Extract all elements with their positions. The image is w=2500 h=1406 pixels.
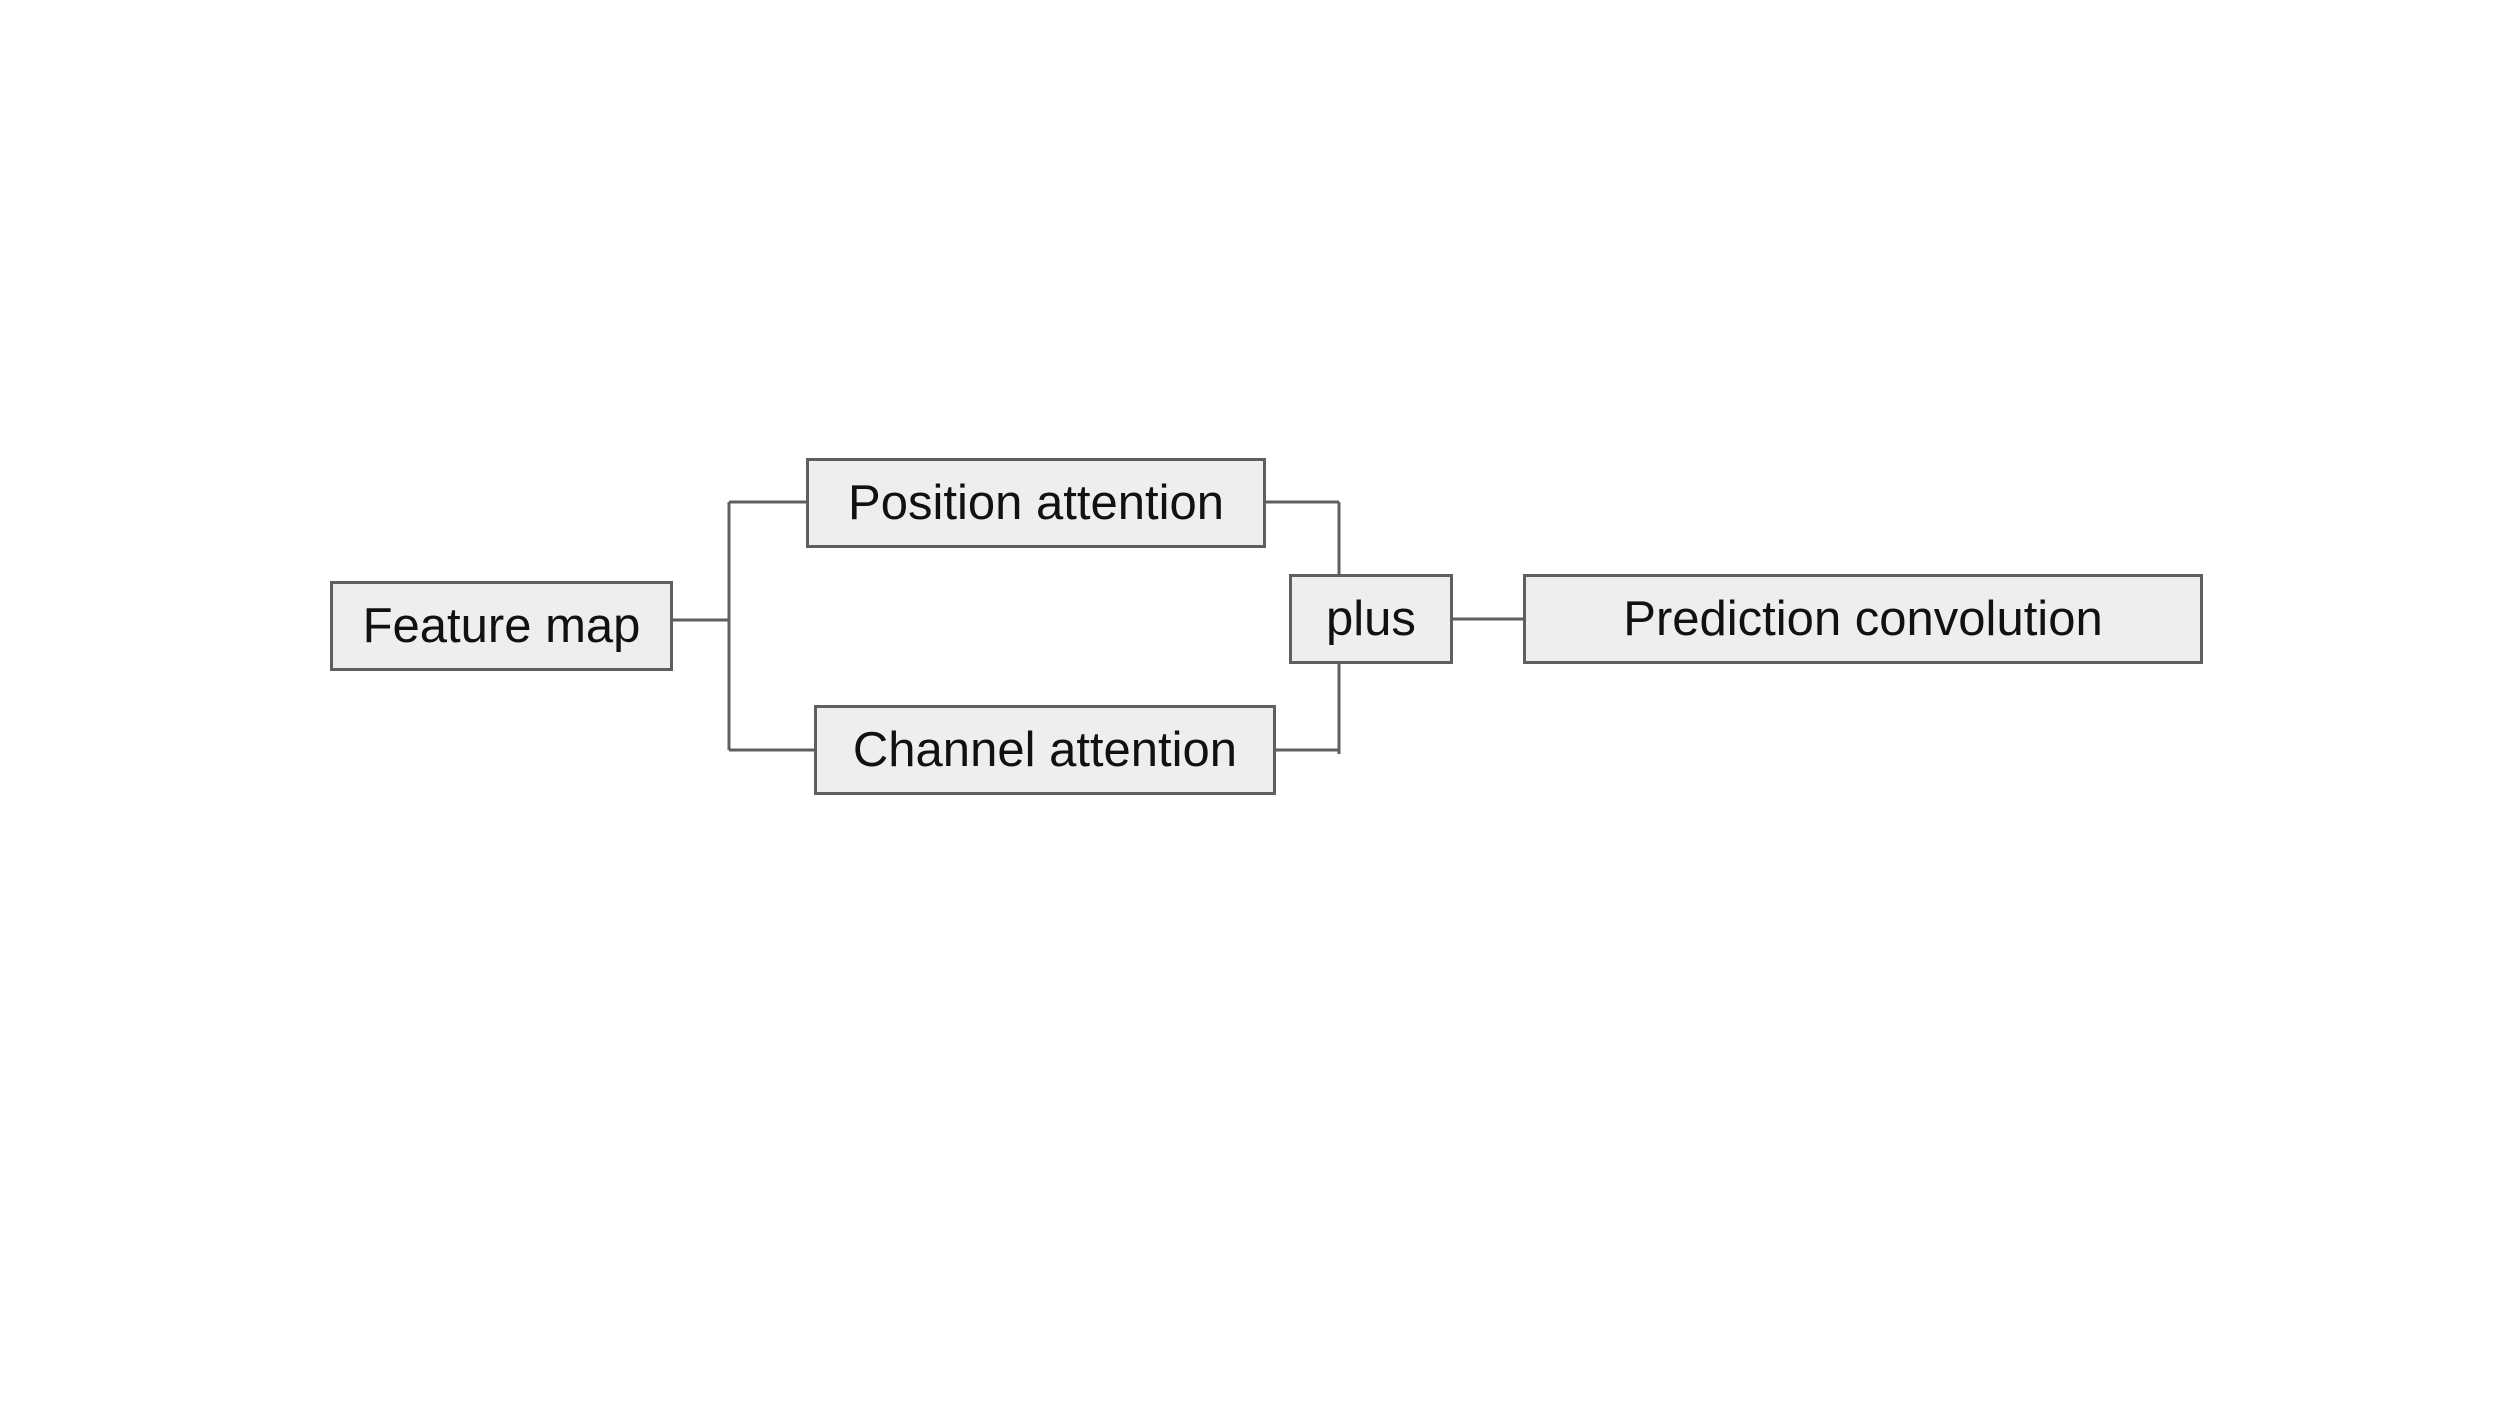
node-channel-attention: Channel attention [814, 705, 1276, 795]
node-prediction-convolution: Prediction convolution [1523, 574, 2203, 664]
node-position-attention: Position attention [806, 458, 1266, 548]
node-plus: plus [1289, 574, 1453, 664]
node-feature-map: Feature map [330, 581, 673, 671]
